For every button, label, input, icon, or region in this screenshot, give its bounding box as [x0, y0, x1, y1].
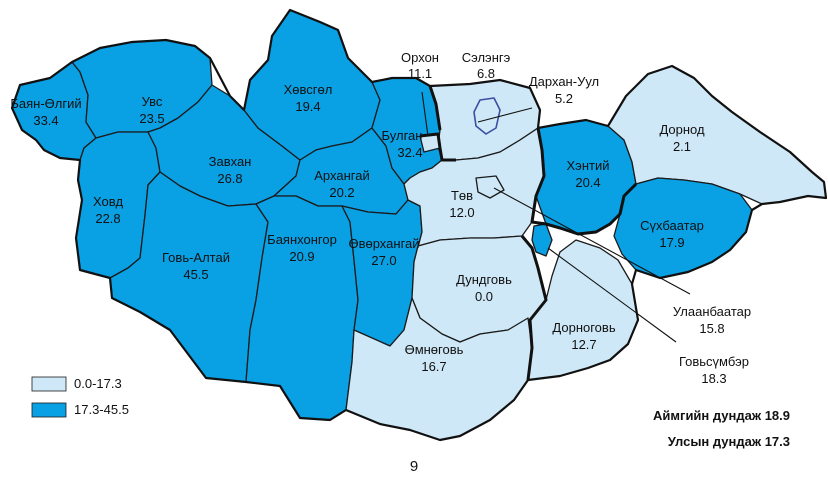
national-average-label: Улсын дундаж 17.3 [668, 434, 790, 449]
leader-darkhan-uul [477, 107, 533, 123]
leader-ulaanbaatar [493, 187, 691, 295]
legend-swatch-high [31, 402, 67, 418]
legend-label-high: 17.3-45.5 [74, 402, 129, 417]
legend: 0.0-17.3 17.3-45.5 [31, 376, 129, 418]
thick-borders [10, 8, 828, 442]
aimag-average-label: Аймгийн дундаж 18.9 [653, 408, 790, 423]
page-number: 9 [410, 458, 418, 475]
region-darkhan-uul [473, 97, 501, 135]
leader-lines [421, 91, 691, 343]
region-dornogovi [527, 239, 639, 381]
legend-label-low: 0.0-17.3 [74, 376, 122, 391]
region-ulaanbaatar [475, 175, 505, 199]
leader-govisumber [547, 247, 677, 343]
legend-swatch-low [31, 376, 67, 392]
leader-orkhon [421, 91, 429, 137]
region-govisumber [531, 223, 553, 257]
